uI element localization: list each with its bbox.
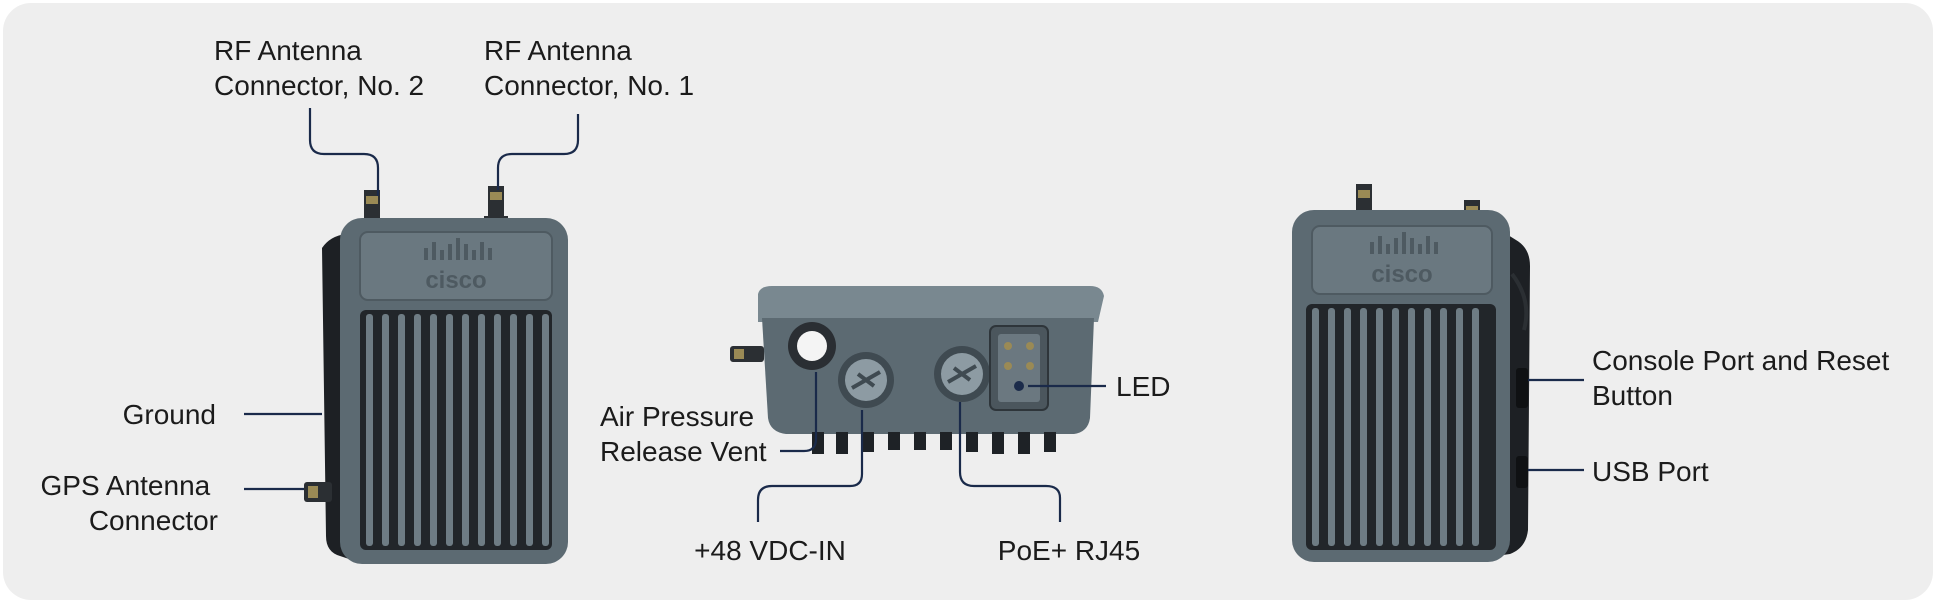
- console-port-reset-button: [1510, 272, 1529, 408]
- callout-rf-antenna-2: RF Antenna Connector, No. 2: [214, 35, 424, 101]
- callout-usb-port-line1: USB Port: [1592, 456, 1709, 487]
- leader-vdc-in: [756, 410, 864, 522]
- callout-ground: Ground: [123, 399, 216, 430]
- usb-port: [1516, 456, 1528, 488]
- callout-air-pressure-vent: Air Pressure Release Vent: [600, 401, 767, 467]
- callout-ground-line1: Ground: [123, 399, 216, 430]
- leader-air-pressure-vent: [780, 372, 818, 453]
- callout-rf-antenna-2-line2: Connector, No. 2: [214, 70, 424, 101]
- callout-air-pressure-vent-line2: Release Vent: [600, 436, 767, 467]
- callout-vdc-in: +48 VDC-IN: [694, 535, 846, 566]
- callout-gps-antenna-line1: GPS Antenna: [41, 470, 211, 501]
- callout-air-pressure-vent-line1: Air Pressure: [600, 401, 754, 432]
- callout-rf-antenna-1-line2: Connector, No. 1: [484, 70, 694, 101]
- callout-usb-port: USB Port: [1592, 456, 1709, 487]
- callout-console-reset: Console Port and Reset Button: [1592, 345, 1897, 411]
- leader-poe-rj45: [958, 402, 1062, 522]
- callout-console-reset-line2: Button: [1592, 380, 1673, 411]
- callout-vdc-in-line1: +48 VDC-IN: [694, 535, 846, 566]
- poe-rj45-port: [934, 346, 990, 402]
- air-pressure-release-vent: [788, 322, 836, 370]
- leader-lines: [244, 108, 1584, 522]
- callout-rf-antenna-2-line1: RF Antenna: [214, 35, 362, 66]
- callout-led: LED: [1116, 371, 1170, 402]
- left-access-point: cisco: [304, 186, 568, 564]
- right-cisco-logo: cisco: [1371, 261, 1432, 288]
- callout-rf-antenna-1-line1: RF Antenna: [484, 35, 632, 66]
- right-access-point: cisco: [1292, 184, 1530, 562]
- callout-poe-rj45: PoE+ RJ45: [998, 535, 1140, 566]
- leader-rf-antenna-1: [496, 114, 580, 190]
- callout-gps-antenna: GPS Antenna Connector: [41, 470, 218, 536]
- callout-gps-antenna-line2: Connector: [89, 505, 218, 536]
- left-cisco-logo: cisco: [425, 267, 486, 294]
- callout-rf-antenna-1: RF Antenna Connector, No. 1: [484, 35, 694, 101]
- vdc-in-port: [838, 352, 894, 408]
- callout-console-reset-line1: Console Port and Reset: [1592, 345, 1890, 376]
- callout-led-line1: LED: [1116, 371, 1170, 402]
- right-heat-fins: [1312, 308, 1479, 546]
- middle-access-point-bottom: [730, 286, 1104, 454]
- left-heat-fins: [366, 314, 549, 546]
- leader-rf-antenna-2: [308, 108, 380, 196]
- gps-antenna-connector: [304, 482, 332, 502]
- callout-poe-rj45-line1: PoE+ RJ45: [998, 535, 1140, 566]
- middle-antenna-stub: [730, 346, 764, 362]
- led-indicator-plate: [989, 325, 1049, 411]
